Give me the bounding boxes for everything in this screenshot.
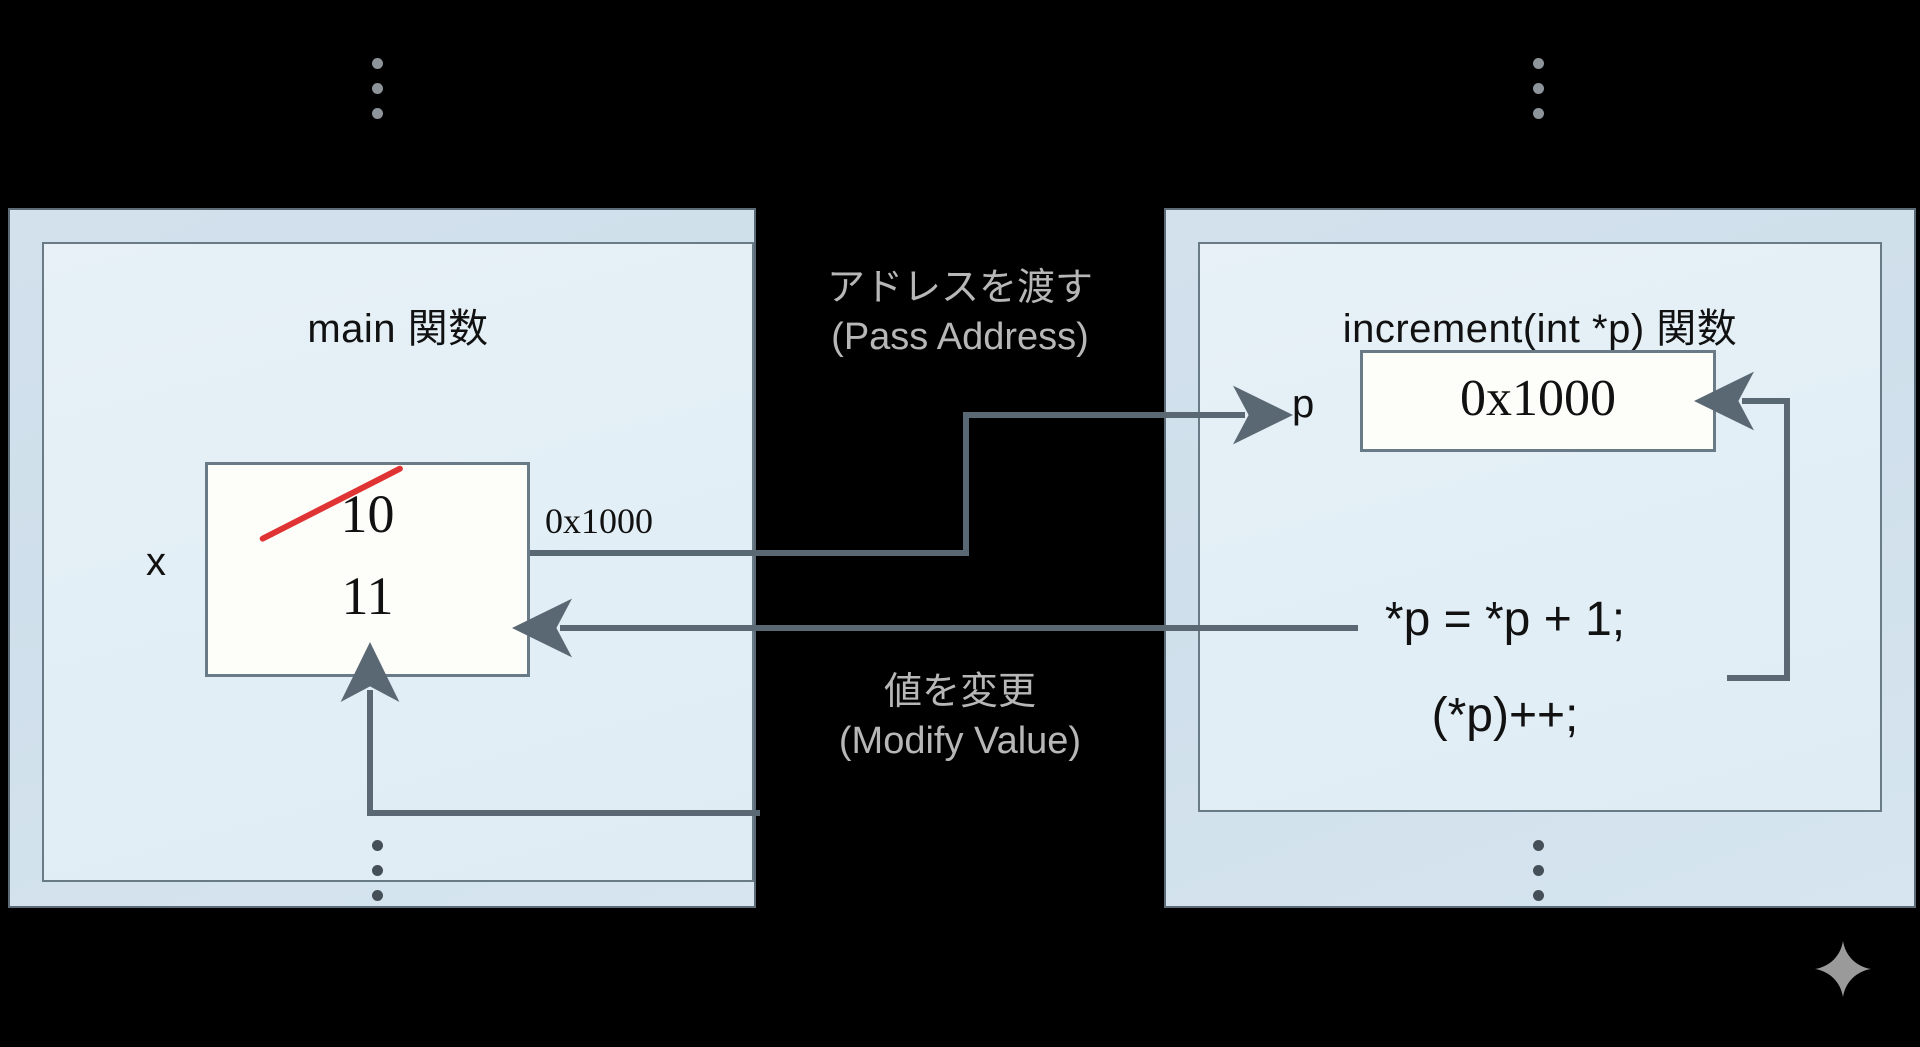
pointer-p-box: 0x1000 [1360,350,1716,452]
vertical-ellipsis-icon-top-left [372,58,383,119]
variable-x-new-value: 11 [341,566,394,626]
variable-x-old-value: 10 [340,484,395,544]
sparkle-icon [1815,941,1871,997]
variable-x-box: 10 11 [205,462,530,677]
caption-modify-value: 値を変更 (Modify Value) [756,668,1164,765]
caption-pass-address-jp: アドレスを渡す [826,267,1093,309]
pointer-p-value: 0x1000 [1460,370,1616,427]
pointer-p-label: p [1292,382,1315,426]
increment-function-title: increment(int *p) 関数 [1342,307,1738,351]
caption-modify-value-en: (Modify Value) [838,719,1082,762]
increment-function-panel: increment(int *p) 関数 [1164,208,1916,908]
main-function-title: main 関数 [307,307,489,351]
variable-x-label: x [146,540,166,584]
code-line-increment: (*p)++; [1431,689,1579,742]
address-caption: 0x1000 [545,501,653,541]
caption-pass-address: アドレスを渡す (Pass Address) [756,264,1164,361]
vertical-ellipsis-icon-bottom-right [1533,840,1544,901]
caption-modify-value-jp: 値を変更 [883,671,1036,713]
caption-pass-address-en: (Pass Address) [831,315,1089,358]
vertical-ellipsis-icon-top-right [1533,58,1544,119]
increment-function-inner-frame: increment(int *p) 関数 [1198,242,1882,812]
vertical-ellipsis-icon-bottom-left [372,840,383,901]
code-line-assignment: *p = *p + 1; [1384,593,1626,646]
